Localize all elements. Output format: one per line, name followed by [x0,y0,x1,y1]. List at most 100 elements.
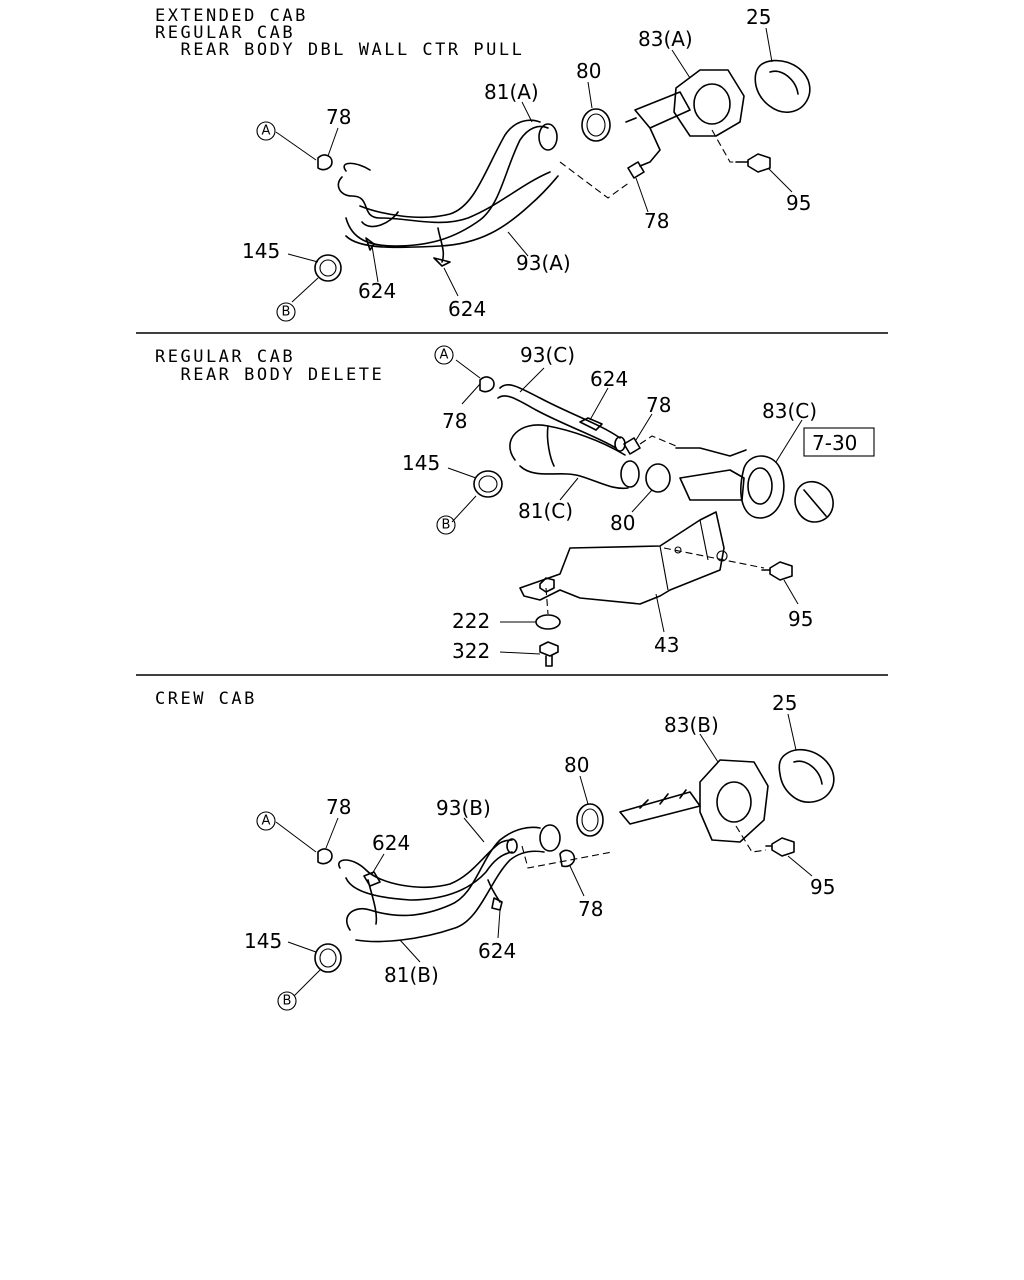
bracket-43-fold [659,519,709,591]
band-clamp-624 [433,227,451,267]
leader-line [275,131,317,161]
section-extended-regular: EXTENDED CAB REGULAR CAB REAR BODY DBL W… [155,5,811,322]
ref-letter: B [282,305,291,320]
filler-neck-83c-opening [747,467,773,505]
part-callout: 95 [788,607,813,631]
ref-letter: A [262,814,271,829]
hose-clamp-80 [645,463,671,493]
weld-nut [539,577,555,593]
hose-clamp-80 [576,803,604,837]
filler-hose-81a-end [538,123,558,151]
part-callout: 80 [564,753,589,777]
leader-line [399,939,421,963]
ref-circle [436,515,456,535]
assembly-line [559,161,631,199]
ref-letter: B [442,518,451,533]
leader-line [461,383,481,405]
ref-letter: A [262,124,271,139]
band-clamp-624 [363,871,381,925]
ref-letter: B [283,994,292,1009]
filler-neck-83a [625,91,691,167]
leader-line [559,477,579,501]
bolt-95 [765,837,795,857]
filler-hose-81c-end [620,460,640,488]
part-callout: 95 [786,191,811,215]
leader-line [507,231,529,257]
ref-letter: A [440,348,449,363]
clamp-78 [623,437,641,455]
leader-line [451,495,477,523]
leader-line [631,489,653,513]
part-callout: 80 [610,511,635,535]
clamp-78 [559,849,576,868]
clamp-78 [479,376,495,393]
bracket-hole [716,550,728,562]
filler-hose-81b-end [539,824,561,852]
part-callout: 145 [242,239,280,263]
leader-line [371,853,385,875]
hose-clamp-80 [581,108,611,142]
part-callout: 83(A) [638,27,693,51]
leader-line [635,413,653,441]
leader-line [327,127,339,157]
leader-line [587,81,593,109]
ref-circle [277,991,297,1011]
part-callout: 93(A) [516,251,571,275]
part-callout: 78 [326,105,351,129]
clamp-78 [627,161,645,179]
part-callout: 83(B) [664,713,719,737]
band-clamp-624 [579,417,603,431]
leader-line [655,593,665,633]
assembly-line [639,435,677,447]
leader-line [635,177,649,213]
bracket-43 [519,511,725,605]
leader-line [787,713,797,751]
fuel-cap-25 [754,59,811,113]
fuel-cap-25 [778,748,835,803]
ref-circle [256,121,276,141]
assembly-line [545,587,549,615]
section-heading-line: REAR BODY DELETE [155,365,384,385]
clamp-78 [317,154,333,171]
assembly-line [663,547,765,569]
part-callout: 78 [578,897,603,921]
clamp-78 [317,848,333,865]
washer-222 [535,614,561,630]
leader-line [463,817,485,843]
leader-line [521,101,533,123]
part-callout: 78 [326,795,351,819]
filler-hose-81a [345,119,549,247]
part-callout: 93(C) [520,343,575,367]
vent-hose-93b-end [506,838,518,854]
hose-clamp-145 [314,943,342,973]
section-regular-delete: REGULAR CAB REAR BODY DELETE 7-30 [155,343,875,667]
hose-clamp-145-inner [478,475,498,493]
leader-line [671,49,691,79]
vent-hose-93a [337,162,551,224]
hose-clamp-145 [473,470,503,498]
vent-hose-93c [497,383,621,449]
leader-line [371,245,379,283]
part-callout: 93(B) [436,796,491,820]
part-callout: 83(C) [762,399,817,423]
hose-clamp-80-inner [581,808,599,832]
filler-neck-83a-flange [673,69,745,137]
leader-line [519,367,545,393]
part-callout: 624 [358,279,396,303]
part-callout: 81(C) [518,499,573,523]
part-callout: 222 [452,609,490,633]
filler-hose-81b [346,826,545,943]
hose-clamp-145-inner [319,259,337,277]
part-callout: 624 [372,831,410,855]
section-heading-line: CREW CAB [155,689,257,709]
leader-line [775,419,803,463]
bolt-95 [735,153,771,173]
assembly-line [735,825,767,853]
leader-line [699,733,719,763]
vent-hose-93a-lower [345,175,559,249]
vent-hose-93b [338,839,513,901]
filler-neck-83b-flange [699,759,769,843]
part-callout: 81(A) [484,80,539,104]
filler-neck-83c-flange [740,455,785,519]
